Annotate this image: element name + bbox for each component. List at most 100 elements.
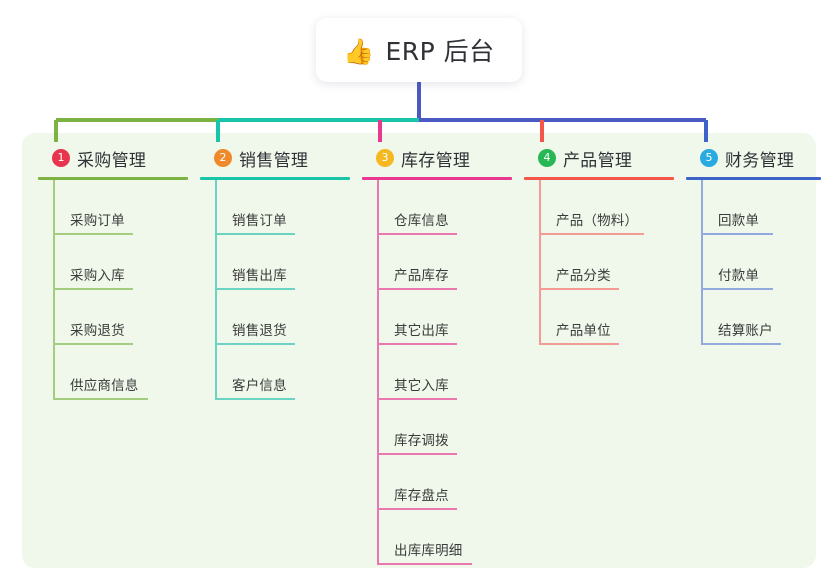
branch-header-销售管理[interactable]: 2 销售管理 xyxy=(200,146,350,171)
branch-underline xyxy=(524,177,674,180)
branch-title: 库存管理 xyxy=(401,150,471,171)
branch-item-underline xyxy=(541,343,619,345)
branch-item-underline xyxy=(55,288,133,290)
branch-item-label: 销售出库 xyxy=(232,268,287,284)
branch-spine xyxy=(53,180,55,400)
branch-title: 采购管理 xyxy=(77,150,147,171)
branch-title: 财务管理 xyxy=(725,150,795,171)
branch-item-label: 采购订单 xyxy=(70,213,125,229)
branch-item[interactable]: 产品（物料） xyxy=(541,180,674,235)
branch-header-产品管理[interactable]: 4 产品管理 xyxy=(524,146,674,171)
branch-header-库存管理[interactable]: 3 库存管理 xyxy=(362,146,512,171)
branch-item-underline xyxy=(379,343,457,345)
branch-item-label: 产品（物料） xyxy=(556,213,639,229)
branch-item-underline xyxy=(55,343,133,345)
branch-item-underline xyxy=(379,233,457,235)
branch-item-label: 其它入库 xyxy=(394,378,449,394)
branch-item[interactable]: 结算账户 xyxy=(703,290,821,345)
branch-item[interactable]: 客户信息 xyxy=(217,345,350,400)
branch-item-label: 采购退货 xyxy=(70,323,125,339)
branch-number-badge: 3 xyxy=(376,149,394,167)
branch-item[interactable]: 库存调拨 xyxy=(379,400,512,455)
branch-item-underline xyxy=(541,233,644,235)
branch-item-underline xyxy=(217,233,295,235)
branch-item-label: 回款单 xyxy=(718,213,760,229)
branch-underline xyxy=(686,177,821,180)
branch-title: 销售管理 xyxy=(239,150,309,171)
branch-item-label: 供应商信息 xyxy=(70,378,139,394)
branch-item-underline xyxy=(703,288,773,290)
branch-item[interactable]: 供应商信息 xyxy=(55,345,188,400)
branch-item-underline xyxy=(379,288,457,290)
branch-item-underline xyxy=(379,453,457,455)
branch-items: 仓库信息产品库存其它出库其它入库库存调拨库存盘点出库库明细 xyxy=(362,180,512,565)
branch-item[interactable]: 销售退货 xyxy=(217,290,350,345)
branch-column-产品管理: 4 产品管理产品（物料） 产品分类产品单位 xyxy=(524,146,674,345)
branch-items: 销售订单销售出库销售退货客户信息 xyxy=(200,180,350,400)
branch-item[interactable]: 回款单 xyxy=(703,180,821,235)
branch-item[interactable]: 采购订单 xyxy=(55,180,188,235)
branch-item[interactable]: 产品库存 xyxy=(379,235,512,290)
branch-column-采购管理: 1 采购管理采购订单采购入库采购退货供应商信息 xyxy=(38,146,188,400)
branch-item[interactable]: 其它入库 xyxy=(379,345,512,400)
branch-number-badge: 1 xyxy=(52,149,70,167)
branch-underline xyxy=(362,177,512,180)
branch-column-库存管理: 3 库存管理仓库信息产品库存其它出库其它入库库存调拨库存盘点出库库明细 xyxy=(362,146,512,565)
branch-column-销售管理: 2 销售管理销售订单销售出库销售退货客户信息 xyxy=(200,146,350,400)
branch-title: 产品管理 xyxy=(563,150,633,171)
branch-item-label: 产品单位 xyxy=(556,323,611,339)
branch-item-label: 出库库明细 xyxy=(394,543,463,559)
branch-spine xyxy=(377,180,379,565)
branch-item-underline xyxy=(217,288,295,290)
branch-items: 产品（物料） 产品分类产品单位 xyxy=(524,180,674,345)
branch-item[interactable]: 销售出库 xyxy=(217,235,350,290)
branch-item-underline xyxy=(217,398,295,400)
branch-spine xyxy=(215,180,217,400)
branch-column-财务管理: 5 财务管理回款单付款单结算账户 xyxy=(686,146,821,345)
branch-item-label: 客户信息 xyxy=(232,378,287,394)
branch-item[interactable]: 付款单 xyxy=(703,235,821,290)
branch-number-badge: 4 xyxy=(538,149,556,167)
branch-item-underline xyxy=(703,233,773,235)
branch-item[interactable]: 产品单位 xyxy=(541,290,674,345)
branch-item-label: 其它出库 xyxy=(394,323,449,339)
branch-underline xyxy=(38,177,188,180)
root-title: ERP 后台 xyxy=(385,37,495,66)
branch-item-underline xyxy=(217,343,295,345)
branch-item-label: 采购入库 xyxy=(70,268,125,284)
branch-header-财务管理[interactable]: 5 财务管理 xyxy=(686,146,821,171)
branch-item-underline xyxy=(379,508,457,510)
branch-number-badge: 2 xyxy=(214,149,232,167)
branch-items: 采购订单采购入库采购退货供应商信息 xyxy=(38,180,188,400)
branch-item-underline xyxy=(379,398,457,400)
branch-item-underline xyxy=(541,288,619,290)
branches-panel xyxy=(22,133,816,568)
branch-item-label: 库存盘点 xyxy=(394,488,449,504)
branch-number-badge: 5 xyxy=(700,149,718,167)
branch-spine xyxy=(539,180,541,345)
branch-item-underline xyxy=(55,398,148,400)
branch-item[interactable]: 仓库信息 xyxy=(379,180,512,235)
branch-item-label: 产品分类 xyxy=(556,268,611,284)
branch-item[interactable]: 采购入库 xyxy=(55,235,188,290)
branch-spine xyxy=(701,180,703,345)
root-node[interactable]: 👍 ERP 后台 xyxy=(316,18,522,82)
branch-item[interactable]: 出库库明细 xyxy=(379,510,512,565)
branch-header-采购管理[interactable]: 1 采购管理 xyxy=(38,146,188,171)
branch-item[interactable]: 其它出库 xyxy=(379,290,512,345)
branch-item-label: 库存调拨 xyxy=(394,433,449,449)
branch-item-label: 仓库信息 xyxy=(394,213,449,229)
branch-item-underline xyxy=(55,233,133,235)
branch-item[interactable]: 销售订单 xyxy=(217,180,350,235)
branch-item-label: 产品库存 xyxy=(394,268,449,284)
branch-item-label: 结算账户 xyxy=(718,323,773,339)
branch-item-underline xyxy=(379,563,472,565)
branch-item-label: 销售退货 xyxy=(232,323,287,339)
branch-item[interactable]: 采购退货 xyxy=(55,290,188,345)
branch-item-underline xyxy=(703,343,781,345)
branch-item[interactable]: 库存盘点 xyxy=(379,455,512,510)
thumbs-up-icon: 👍 xyxy=(343,36,375,66)
branch-underline xyxy=(200,177,350,180)
branch-item[interactable]: 产品分类 xyxy=(541,235,674,290)
